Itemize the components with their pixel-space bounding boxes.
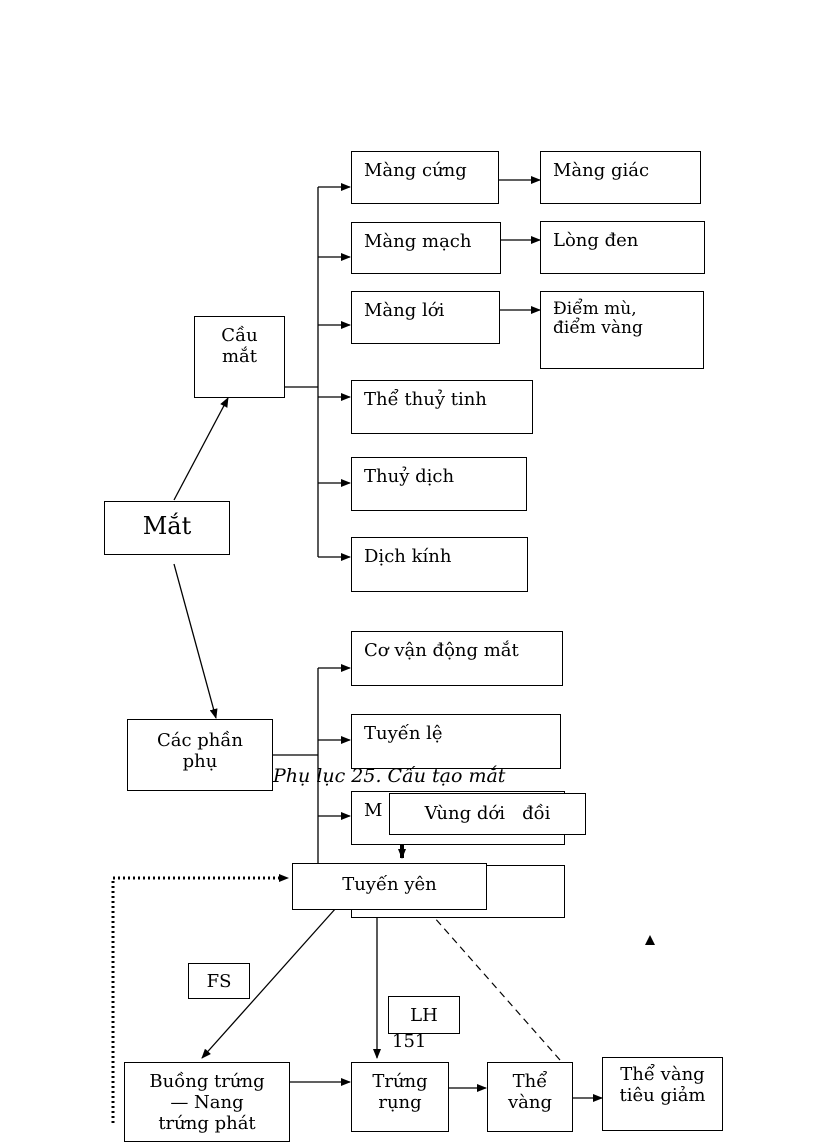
node-ovary-follicle: Buồng trứng — Nang trứng phát: [124, 1062, 290, 1142]
node-iris: Lòng đen: [540, 221, 705, 274]
node-ovulation: Trứng rụng: [351, 1062, 449, 1132]
arrow-root-to-accessory: [173, 563, 218, 719]
node-cornea: Màng giác: [540, 151, 701, 204]
node-vitreous-humor: Dịch kính: [351, 537, 528, 592]
node-lens: Thể thuỷ tinh: [351, 380, 533, 434]
label-fsh: FS: [188, 963, 250, 999]
dashed-feedback-line: [425, 907, 561, 1061]
dotted-feedback-line: [111, 874, 289, 1123]
figure-caption: Phụ lục 25. Cấu tạo mắt: [273, 765, 506, 787]
node-blind-and-yellow-spot: Điểm mù, điểm vàng: [540, 291, 704, 369]
node-sclera: Màng cứng: [351, 151, 499, 204]
node-choroid: Màng mạch: [351, 222, 501, 274]
node-eyeball: Cầu mắt: [194, 316, 285, 398]
node-hypothalamus: Vùng dới đồi: [389, 793, 586, 835]
arrow-root-to-eyeball: [173, 397, 229, 501]
node-pituitary: Tuyến yên: [292, 863, 487, 910]
node-retina: Màng lới: [351, 291, 500, 344]
node-eye-muscles: Cơ vận động mắt: [351, 631, 563, 686]
arrow-pituitary-to-ovary: [201, 907, 337, 1059]
node-tear-gland: Tuyến lệ: [351, 714, 561, 769]
node-corpus-luteum-regress: Thể vàng tiêu giảm: [602, 1057, 723, 1131]
page-number: 151: [392, 1031, 427, 1052]
node-root-eye: Mắt: [104, 501, 230, 555]
node-corpus-luteum: Thể vàng: [487, 1062, 573, 1132]
node-accessory-parts: Các phần phụ: [127, 719, 273, 791]
label-lh: LH: [388, 996, 460, 1034]
stray-triangle-mark: [645, 935, 655, 945]
node-aqueous-humor: Thuỷ dịch: [351, 457, 527, 511]
